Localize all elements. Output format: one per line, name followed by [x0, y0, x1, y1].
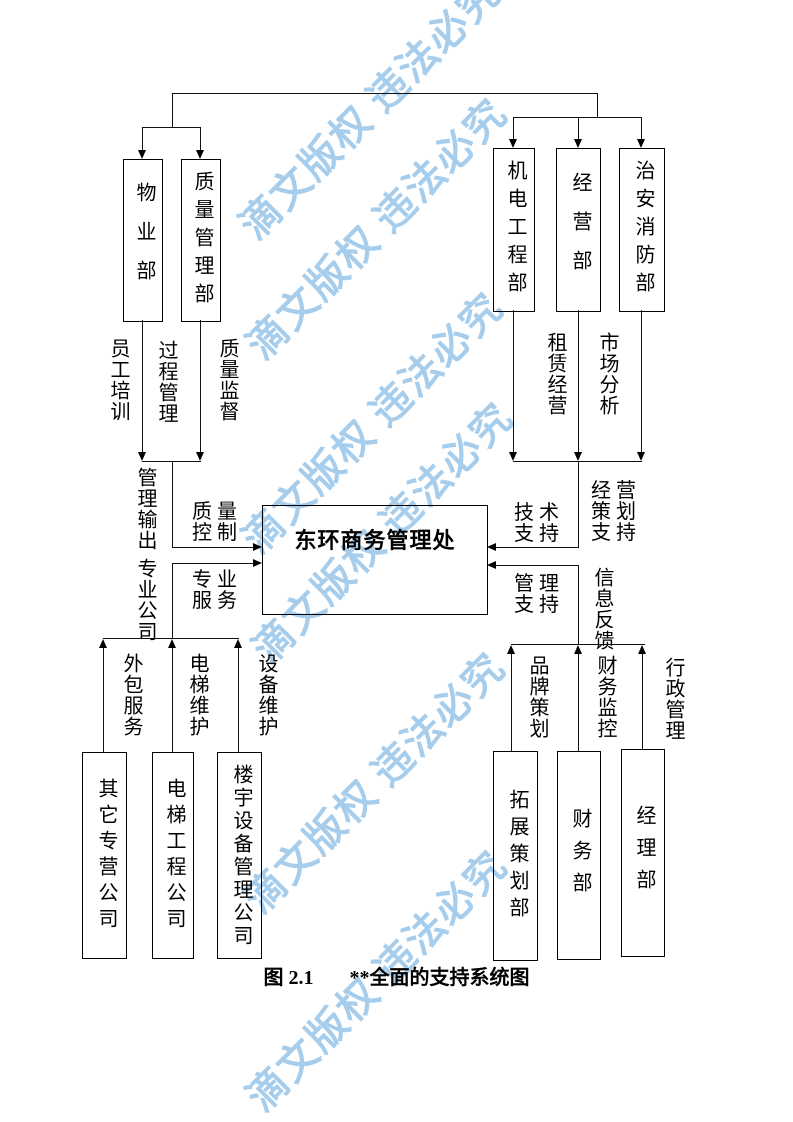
arrowhead-down — [196, 150, 204, 159]
arrowhead-up — [507, 645, 515, 654]
flow-label-mgmt-output: 管理输出 — [134, 467, 156, 551]
connector-line — [511, 654, 512, 751]
figure-caption: 图 2.1 **全面的支持系统图 — [0, 961, 793, 990]
elevator-eng-co-box: 电梯工程公司 — [152, 752, 194, 959]
flow-label-financial-monitoring: 财务监控 — [594, 655, 616, 739]
flow-label-market-analysis: 市场分析 — [596, 332, 618, 416]
security-fire-dept-label: 治安消防部 — [632, 160, 654, 300]
building-equipment-co-label: 楼宇设备管理公司 — [230, 763, 252, 948]
arrowhead-up — [234, 639, 242, 648]
security-fire-dept-box: 治安消防部 — [619, 148, 665, 312]
building-equipment-co-box: 楼宇设备管理公司 — [217, 752, 262, 959]
elevator-eng-co-label: 电梯工程公司 — [163, 777, 185, 934]
flow-label-outsourced-service: 外包服务 — [120, 653, 142, 737]
connector-line — [642, 654, 643, 749]
flow-label-elevator-maintenance: 电梯维护 — [186, 653, 208, 737]
connector-line — [172, 563, 253, 564]
flow-label-mgmt-support: 管理 支持 — [514, 573, 564, 616]
connector-line — [103, 638, 239, 639]
flow-label-professional-company: 专业公司 — [134, 558, 156, 642]
mech-elec-eng-dept-label: 机电工程部 — [504, 160, 526, 300]
arrowhead-right — [253, 559, 262, 567]
arrowhead-down — [574, 139, 582, 148]
other-franchise-co-label: 其它专营公司 — [95, 777, 117, 934]
arrowhead-up — [638, 645, 646, 654]
connector-line — [496, 547, 579, 548]
arrowhead-down — [509, 139, 517, 148]
flow-label-professional-service: 专业 服务 — [192, 569, 242, 612]
connector-line — [172, 563, 173, 639]
connector-line — [578, 565, 579, 645]
flow-label-technical-support: 技术 支持 — [514, 502, 564, 545]
connector-line — [641, 117, 642, 141]
arrowhead-left — [487, 543, 496, 551]
operations-dept-label: 经营部 — [569, 171, 591, 289]
connector-line — [172, 93, 598, 94]
flow-label-quality-control: 质量 控制 — [192, 501, 242, 544]
connector-line — [238, 648, 239, 752]
arrowhead-left — [487, 561, 496, 569]
flow-label-equipment-maintenance: 设备维护 — [255, 653, 277, 737]
flow-label-brand-planning: 品牌策划 — [526, 655, 548, 739]
connector-line — [578, 654, 579, 751]
arrowhead-down — [574, 452, 582, 461]
arrowhead-up — [574, 645, 582, 654]
arrowhead-up — [168, 639, 176, 648]
finance-dept-box: 财务部 — [557, 751, 601, 960]
quality-mgmt-dept-label: 质量管理部 — [191, 170, 213, 311]
arrowhead-down — [138, 452, 146, 461]
flow-label-process-mgmt: 过程管理 — [155, 340, 177, 424]
property-dept-box: 物业部 — [123, 159, 163, 322]
connector-line — [200, 127, 201, 152]
connector-line — [578, 117, 579, 141]
connector-line — [578, 461, 579, 548]
connector-line — [142, 320, 143, 453]
connector-line — [142, 127, 201, 128]
connector-line — [200, 320, 201, 453]
figure-caption-title: **全面的支持系统图 — [349, 967, 530, 989]
quality-mgmt-dept-box: 质量管理部 — [181, 159, 221, 322]
flow-label-business-planning-support: 经营 策划 支持 — [591, 480, 641, 544]
operations-dept-box: 经营部 — [556, 148, 601, 312]
flow-label-admin-mgmt: 行政管理 — [662, 657, 684, 741]
other-franchise-co-box: 其它专营公司 — [82, 752, 127, 959]
connector-line — [142, 127, 143, 152]
connector-line — [641, 310, 642, 453]
connector-line — [513, 117, 642, 118]
connector-line — [142, 461, 201, 462]
arrowhead-down — [509, 452, 517, 461]
arrowhead-down — [196, 452, 204, 461]
arrowhead-down — [138, 150, 146, 159]
arrowhead-up — [99, 639, 107, 648]
connector-line — [513, 310, 514, 453]
flow-label-leasing-operation: 租赁经营 — [544, 332, 566, 416]
connector-line — [172, 648, 173, 752]
flow-label-quality-supervision: 质量监督 — [216, 338, 238, 422]
center-office-box: 东环商务管理处 — [262, 505, 488, 615]
connector-line — [172, 547, 253, 548]
center-office-title: 东环商务管理处 — [294, 528, 456, 553]
expansion-planning-dept-box: 拓展策划部 — [493, 751, 538, 961]
flow-label-info-feedback: 信息反馈 — [591, 567, 613, 651]
connector-line — [597, 93, 598, 118]
expansion-planning-dept-label: 拓展策划部 — [506, 788, 528, 924]
manager-dept-box: 经理部 — [621, 749, 665, 957]
connector-line — [511, 644, 645, 645]
mech-elec-eng-dept-box: 机电工程部 — [493, 148, 535, 312]
arrowhead-down — [637, 452, 645, 461]
connector-line — [513, 461, 642, 462]
connector-line — [513, 117, 514, 141]
manager-dept-label: 经理部 — [633, 805, 655, 901]
figure-caption-number: 图 2.1 — [263, 967, 314, 989]
connector-line — [496, 565, 579, 566]
connector-line — [103, 648, 104, 752]
finance-dept-label: 财务部 — [569, 807, 591, 904]
connector-line — [172, 461, 173, 548]
connector-line — [172, 93, 173, 127]
property-dept-label: 物业部 — [133, 182, 155, 299]
arrowhead-down — [637, 139, 645, 148]
flow-label-staff-training: 员工培训 — [107, 338, 129, 422]
arrowhead-right — [253, 543, 262, 551]
connector-line — [578, 310, 579, 453]
